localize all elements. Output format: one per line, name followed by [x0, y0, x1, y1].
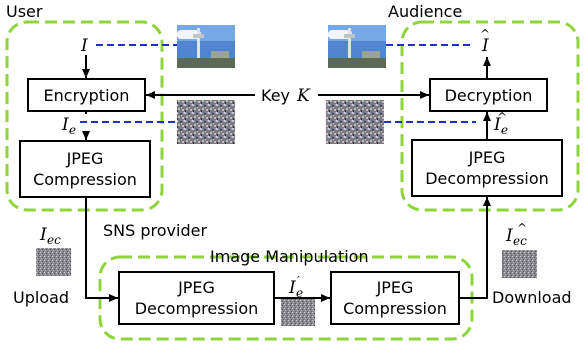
jpeg-decompression-audience-line1: JPEG — [468, 148, 506, 167]
decryption-box — [429, 78, 548, 112]
svg-text:^: ^ — [517, 221, 527, 235]
svg-text:e: e — [501, 123, 508, 137]
original-image-thumbnail — [177, 25, 235, 68]
key-symbol: K — [296, 86, 311, 106]
jpeg-decompression-sns-line1: JPEG — [177, 278, 215, 297]
arrow-upload — [85, 197, 118, 302]
svg-text:^: ^ — [497, 110, 507, 124]
jpeg-decompression-sns-box — [118, 271, 275, 325]
symbol-i-hat-audience: ^ I — [480, 27, 490, 56]
encryption-box — [27, 78, 146, 112]
decrypted-image-thumbnail — [328, 25, 386, 68]
jpeg-compression-sns-line1: JPEG — [376, 278, 414, 297]
encrypted-image-thumbnail — [177, 100, 235, 144]
audience-group — [400, 20, 580, 212]
manipulated-image-thumbnail — [281, 298, 315, 326]
jpeg-compression-sns-box — [330, 271, 460, 325]
svg-text:I: I — [39, 225, 47, 245]
jpeg-decompression-audience-box — [411, 139, 563, 197]
user-title: User — [6, 2, 43, 21]
svg-text:′: ′ — [297, 274, 300, 288]
decryption-label: Decryption — [445, 86, 533, 105]
svg-text:I: I — [288, 278, 296, 298]
symbol-iec-upload: I ec — [39, 225, 61, 247]
svg-text:ec: ec — [47, 233, 61, 247]
svg-text:^: ^ — [480, 27, 490, 41]
symbol-ie-user: I e — [61, 115, 76, 137]
downloaded-image-thumbnail — [502, 250, 537, 278]
svg-text:I: I — [481, 36, 489, 56]
svg-text:I: I — [61, 115, 69, 135]
sns-provider-title: SNS provider — [103, 221, 207, 240]
key-label: Key — [261, 86, 290, 105]
svg-text:I: I — [505, 226, 513, 246]
svg-text:ec: ec — [513, 234, 527, 248]
jpeg-compression-user-line2: Compression — [33, 170, 137, 189]
encryption-label: Encryption — [44, 86, 130, 105]
user-group — [5, 20, 164, 212]
symbol-ie-hat-audience: ^ I e — [493, 110, 508, 137]
jpeg-compression-user-box — [19, 140, 151, 198]
jpeg-decompression-audience-line2: Decompression — [425, 169, 549, 188]
uploaded-image-thumbnail — [36, 248, 71, 276]
encrypted-image-audience-thumbnail — [326, 100, 384, 144]
jpeg-compression-user-line1: JPEG — [66, 149, 104, 168]
svg-text:e: e — [69, 123, 76, 137]
jpeg-decompression-sns-line2: Decompression — [135, 299, 259, 318]
audience-title: Audience — [388, 2, 462, 21]
symbol-i-user: I — [80, 36, 88, 56]
svg-text:e: e — [296, 286, 303, 300]
download-label: Download — [492, 288, 572, 307]
jpeg-compression-sns-line2: Compression — [343, 299, 447, 318]
upload-label: Upload — [13, 288, 69, 307]
arrow-download — [459, 197, 491, 299]
svg-text:I: I — [493, 115, 501, 135]
symbol-iec-hat-download: ^ I ec — [505, 221, 527, 248]
image-manipulation-title: Image Manipulation — [210, 247, 369, 266]
symbol-ie-prime: I ′ e — [288, 274, 303, 300]
